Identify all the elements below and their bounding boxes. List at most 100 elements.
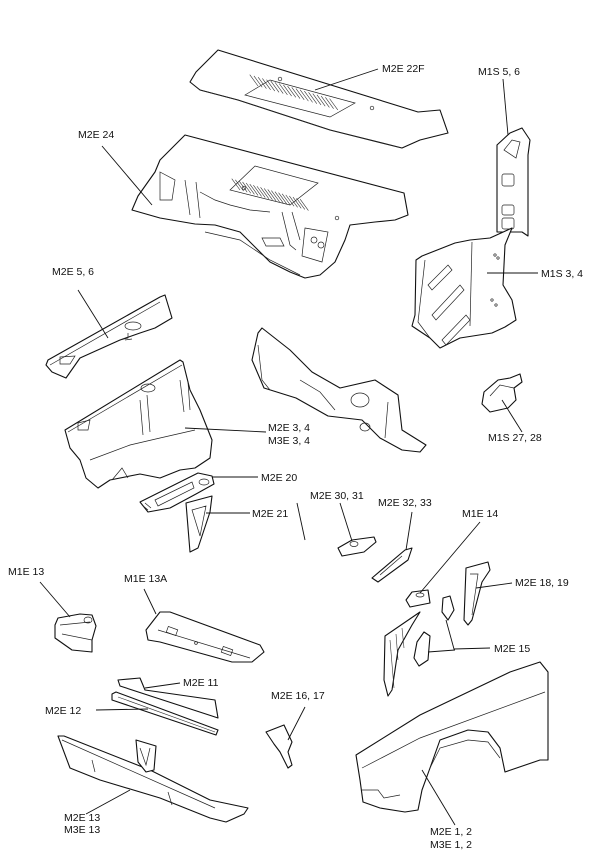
label-m1e-13: M2E 18, 19 [515,577,569,589]
leader-m2e-11 [144,682,181,689]
part-front-fender [355,661,549,813]
part-cross-member [145,611,265,663]
louver-slot [285,194,295,207]
label-m2e-1-2-line1: M2E 1, 2 [430,826,472,838]
louver-slot [325,97,334,109]
louver-slot [274,191,284,204]
label-m1s-3-4: M1S 3, 4 [541,268,583,280]
part-small-corner-bracket [481,373,523,413]
part-cowl-top-panel [189,49,449,149]
louver-slot [278,83,288,95]
label-m2e-32-33: M2E 32, 33 [378,497,432,509]
louver-slot [256,186,266,198]
part-cowl-assembly [131,134,409,279]
part-tapered-support [463,561,491,626]
label-m2e-18-19: M1E 13 [8,566,44,578]
leader-m2e-18-19 [39,581,71,618]
louver-slot [304,90,313,103]
part-block-bracket [405,589,431,608]
louver-slot [292,196,302,209]
label-m2e-11: M2E 11 [183,677,219,689]
leader-m1e-13 [475,582,513,589]
label-m2e-3-4-line1: M2E 3, 4 [268,422,310,434]
part-upper-rail [117,677,219,719]
leader-m2e-32-33 [405,511,413,551]
label-m2e-22f: M2E 22F [382,63,425,75]
louver-slot [299,89,309,102]
label-m2e-12: M2E 12 [45,705,81,717]
part-small-gusset [265,724,293,769]
label-m2e-3-4-line2: M3E 3, 4 [268,435,310,447]
part-inner-fender-panel [411,227,517,349]
louver-slot [263,188,273,200]
label-m2e-15: M1E 13A [124,573,167,585]
leader-m2e-13 [85,789,131,815]
leader-m2e-12 [95,708,149,711]
label-m1s-5-6: M1S 5, 6 [478,66,520,78]
leader-m2e-22f [314,68,379,91]
leader-m1s-5-6 [502,78,509,136]
louver-slot [257,77,267,89]
louver-slot [245,182,255,195]
leader-m1e-14 [419,521,481,594]
label-m2e-20: M2E 20 [261,472,297,484]
label-m2e-13-line1: M2E 13 [64,812,100,824]
louver-slot [278,192,288,205]
louver-slot [266,79,276,92]
louver-slot [242,181,252,194]
part-bracket-13a [383,595,455,697]
louver-slot [296,197,306,210]
louver-slot [329,98,339,111]
louver-slot [287,85,297,98]
louver-slot [267,189,277,201]
part-tray-bracket [139,472,215,513]
label-m2e-21: M2E 21 [252,508,288,520]
label-m2e-1-2-line2: M3E 1, 2 [430,839,472,851]
label-m2e-30-31: M2E 30, 31 [310,490,364,502]
part-box-bracket [54,613,97,653]
louver-slot [253,75,263,88]
leader-m2e-16-17 [287,706,306,741]
louver-slot [291,87,301,99]
leader-m2e-15 [143,588,157,615]
part-firewall-side-panel [251,327,427,453]
leader-m2e-30-31 [296,502,306,541]
leader-m2e-24 [101,145,153,206]
part-angled-strip [371,547,413,583]
louver-slot [262,78,271,90]
louver-slot [274,82,284,94]
louver-slot [253,184,262,197]
louver-slot [316,94,326,107]
louver-slot [289,195,298,208]
part-pillar-bracket [496,127,531,237]
label-m1s-27-28: M1S 27, 28 [488,432,542,444]
louver-slot [249,183,259,196]
part-inner-wheelhouse [64,359,213,489]
louver-slot [249,74,259,87]
part-lower-rail [111,691,219,736]
label-m1e-14: M1E 14 [462,508,498,520]
louver-slot [271,190,280,203]
louver-slot [270,80,280,93]
label-m2e-24: M2E 24 [78,129,114,141]
part-front-valance [57,735,249,823]
label-m2e-13-line2: M3E 13 [64,824,100,836]
label-m2e-16-17: M2E 16, 17 [271,690,325,702]
leader-m1e-13a [427,619,491,653]
part-apron-rail [45,294,173,379]
louver-slot [308,92,318,104]
leader-m1s-27-28 [501,399,523,433]
louver-slot [231,178,241,191]
part-triangular-gusset [185,495,213,553]
leader-m2e-1-2 [421,769,456,826]
label-m1e-13a: M2E 15 [494,643,530,655]
louver-slot [281,193,291,206]
leader-m2e-3-4 [184,427,267,433]
louver-slot [295,88,305,101]
louver-slot [320,95,330,108]
part-small-plate [337,536,377,557]
louver-slot [312,93,322,106]
louver-slot [260,187,270,199]
leader-m2e-30-31-b [339,502,353,542]
